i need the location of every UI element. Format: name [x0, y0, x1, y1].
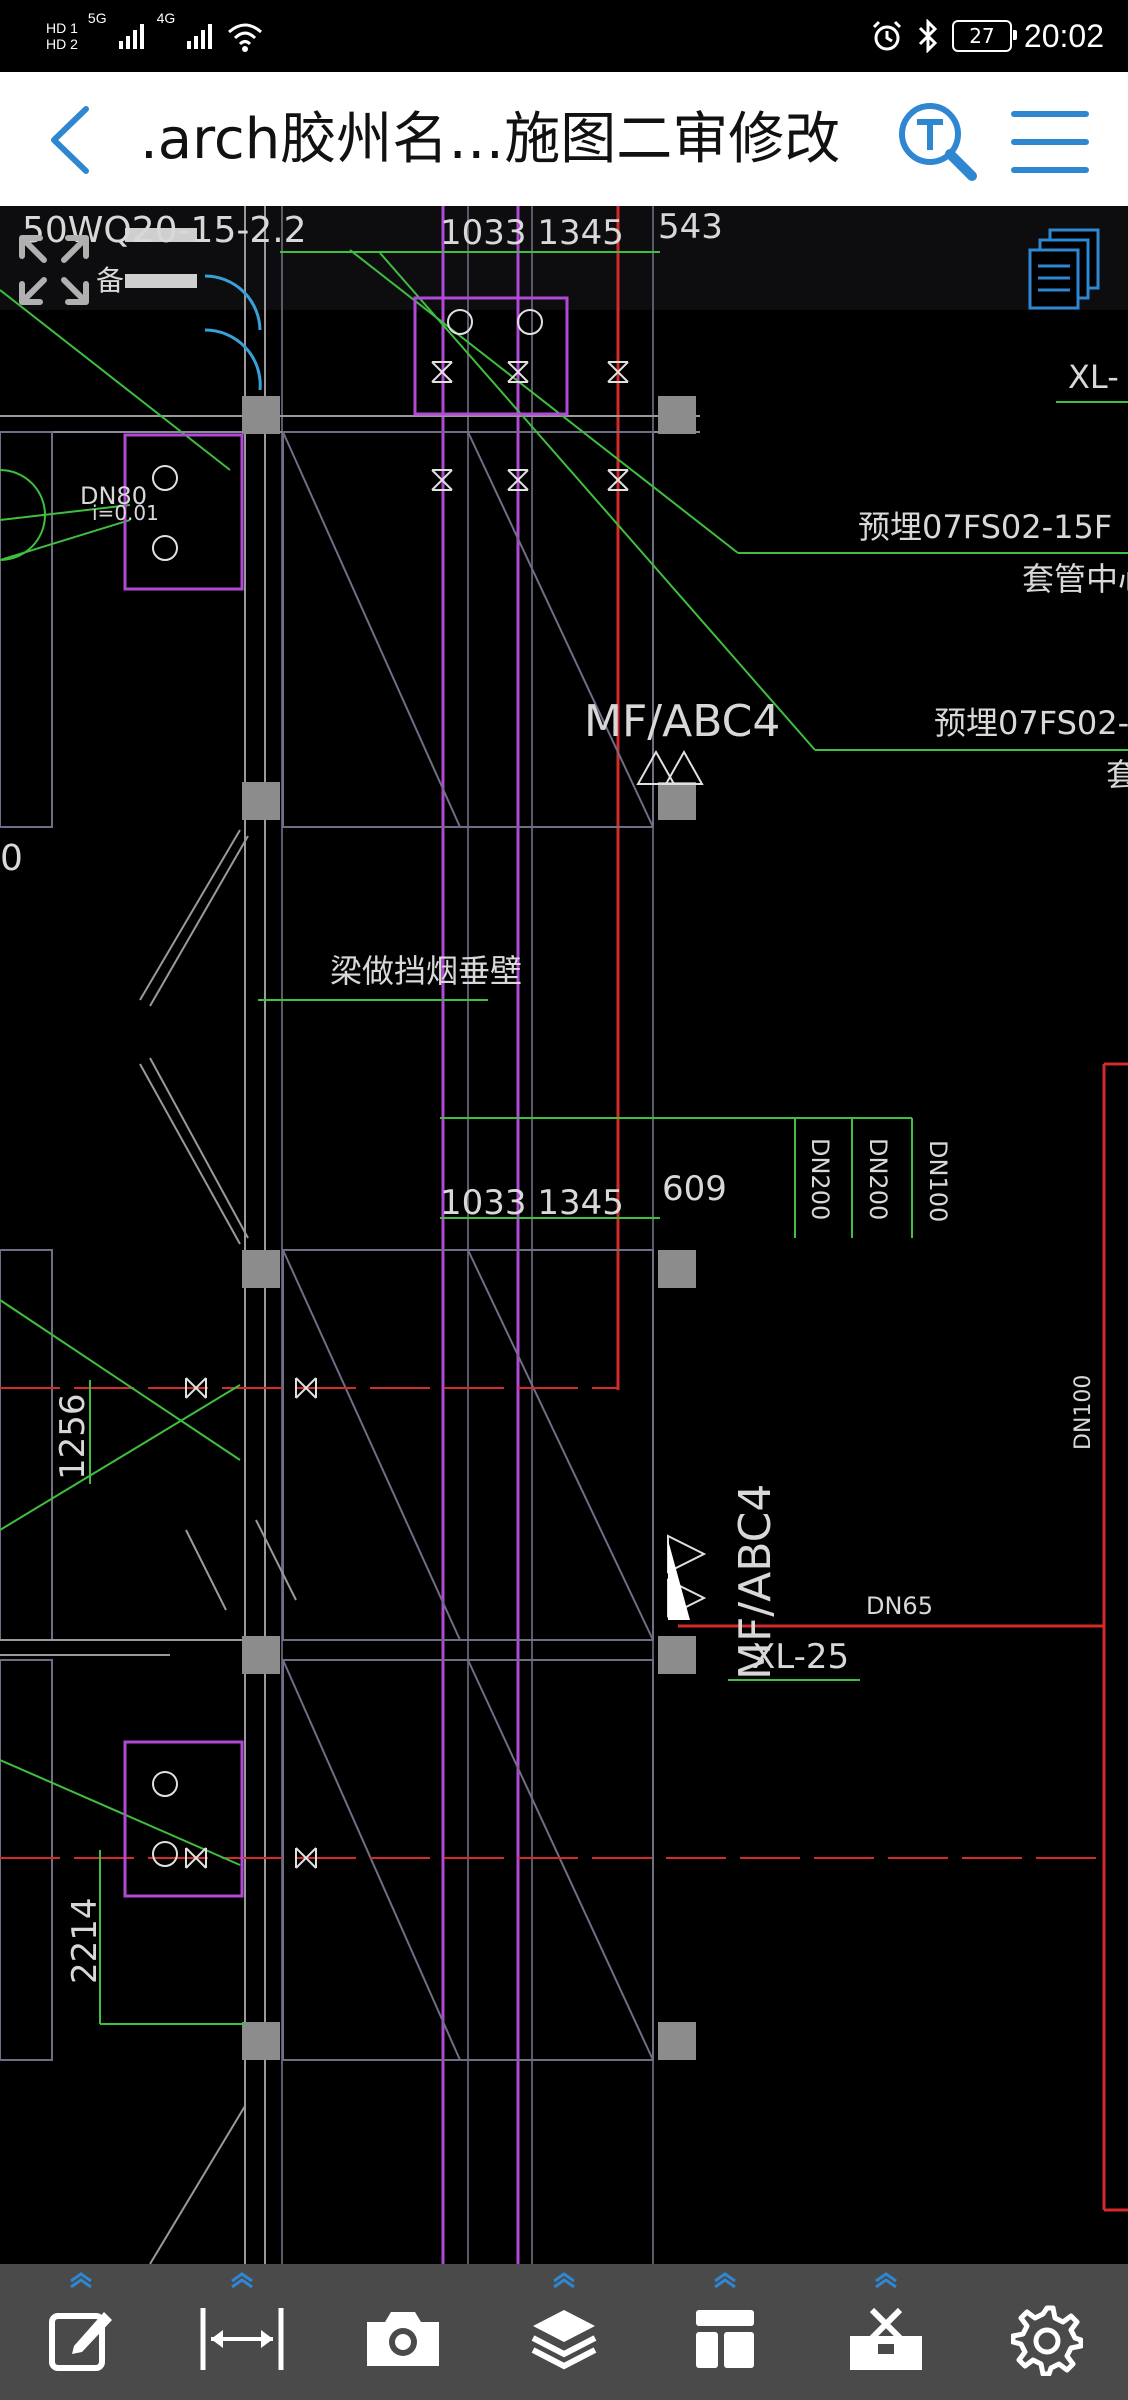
- battery-indicator: 27: [951, 20, 1017, 52]
- camera-icon: [366, 2312, 439, 2366]
- expand-up-icon: [875, 2272, 898, 2288]
- drawing-label: DN100: [924, 1140, 952, 1222]
- signal-icon: [187, 24, 213, 49]
- drawing-label: DN200: [806, 1138, 834, 1220]
- layers-tool-button[interactable]: [483, 2264, 644, 2400]
- camera-tool-button[interactable]: [322, 2264, 483, 2400]
- menu-button[interactable]: [1008, 104, 1092, 180]
- sheet-list-button[interactable]: [1024, 226, 1104, 310]
- measure-icon: [200, 2308, 284, 2370]
- sheets-icon: [1028, 228, 1100, 310]
- drawing-label: 备: [96, 264, 124, 297]
- fit-screen-button[interactable]: [14, 230, 94, 310]
- cad-drawing: 50WQ20-15-2.2 1033 1345 543 XL- DN80 i=0…: [0, 206, 1128, 2264]
- measure-tool-button[interactable]: [161, 2264, 322, 2400]
- sim-indicators: HD 1 HD 2: [46, 20, 78, 52]
- drawing-label: XL-25: [752, 1637, 849, 1677]
- sim2-label: HD 2: [46, 36, 78, 52]
- network2-label: 4G: [156, 10, 176, 26]
- drawing-label: MF/ABC4: [584, 696, 780, 747]
- drawing-label: 50WQ20-15-2.2: [22, 210, 307, 251]
- expand-up-icon: [553, 2272, 575, 2288]
- drawing-label: 套管中心: [1022, 560, 1128, 598]
- drawing-label: DN200: [864, 1138, 892, 1220]
- drawing-label: 0: [0, 838, 23, 879]
- text-search-icon: [899, 103, 977, 181]
- drawing-label: 预埋07FS02-15F: [858, 508, 1112, 546]
- expand-up-icon: [714, 2272, 736, 2288]
- wifi-icon: [228, 23, 263, 52]
- network1-label: 5G: [87, 10, 107, 26]
- settings-button[interactable]: [967, 2264, 1128, 2400]
- fit-screen-icon: [19, 235, 89, 305]
- app-bar: .arch胶州名…施图二审修改: [0, 72, 1128, 206]
- drawing-label: DN65: [866, 1592, 933, 1620]
- status-left: HD 1 HD 2 5G 4G: [46, 10, 265, 62]
- toolbox-icon: [850, 2307, 923, 2370]
- bluetooth-icon: [918, 19, 938, 53]
- layout-tool-button[interactable]: [645, 2264, 806, 2400]
- hamburger-menu-icon: [1011, 111, 1089, 173]
- edit-note-icon: [48, 2312, 112, 2371]
- status-bar: HD 1 HD 2 5G 4G 27 20:02: [0, 0, 1128, 72]
- drawing-label: 1033 1345: [440, 1183, 624, 1223]
- signal-icon: [118, 24, 144, 49]
- sim1-label: HD 1: [46, 20, 78, 36]
- back-button[interactable]: [30, 98, 110, 182]
- drawing-label: i=0.01: [92, 501, 159, 525]
- drawing-label: 预埋07FS02-: [934, 704, 1128, 742]
- drawing-label: 梁做挡烟垂壁: [330, 952, 522, 990]
- battery-level: 27: [969, 24, 995, 48]
- drawing-label: MF/ABC4: [730, 1484, 781, 1680]
- alarm-icon: [872, 20, 901, 51]
- bottom-toolbar: [0, 2264, 1128, 2400]
- text-search-button[interactable]: [896, 100, 980, 184]
- expand-up-icon: [69, 2272, 92, 2288]
- drawing-label: 1256: [53, 1393, 93, 1480]
- drawing-label: DN100: [1071, 1375, 1096, 1450]
- drawing-label: DN80: [80, 482, 147, 510]
- drawing-label: 套: [1106, 756, 1128, 794]
- document-title: .arch胶州名…施图二审修改: [140, 107, 841, 172]
- status-right: 27 20:02: [870, 10, 1104, 62]
- toolbox-tool-button[interactable]: [806, 2264, 967, 2400]
- layers-icon: [531, 2310, 597, 2370]
- drawing-canvas[interactable]: 50WQ20-15-2.2 1033 1345 543 XL- DN80 i=0…: [0, 206, 1128, 2264]
- drawing-label: 1033 1345: [440, 213, 624, 253]
- annotate-tool-button[interactable]: [0, 2264, 161, 2400]
- expand-up-icon: [230, 2272, 253, 2288]
- drawing-label: 2214: [65, 1897, 105, 1984]
- layout-icon: [696, 2310, 755, 2368]
- drawing-label: 543: [658, 207, 723, 247]
- clock: 20:02: [1023, 17, 1104, 54]
- chevron-left-icon: [51, 106, 89, 174]
- drawing-label: XL-: [1068, 358, 1119, 396]
- settings-gear-icon: [1011, 2305, 1084, 2376]
- drawing-label: 609: [662, 1169, 727, 1209]
